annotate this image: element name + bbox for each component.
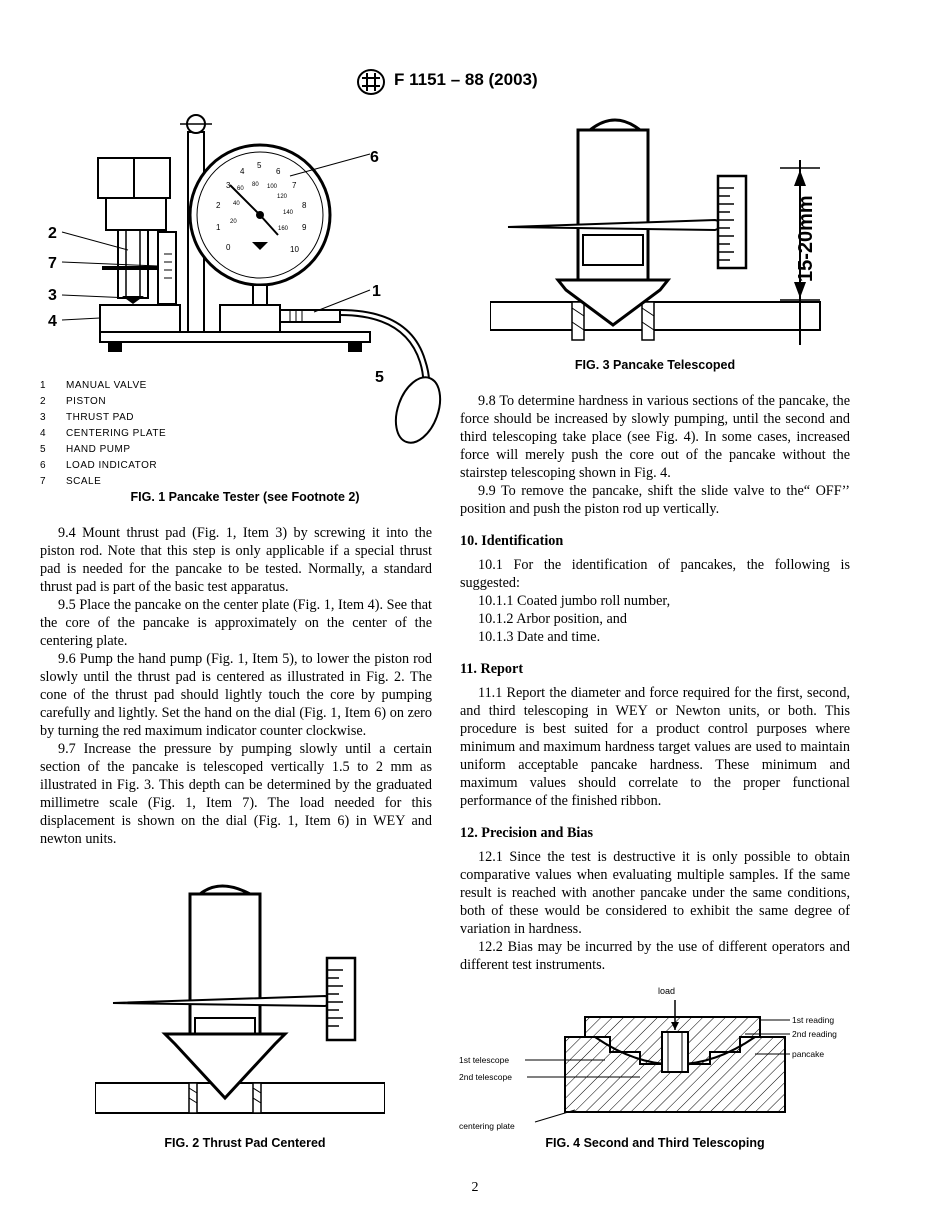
standard-designation: F 1151 – 88 (2003) (394, 70, 538, 89)
svg-text:2nd reading: 2nd reading (792, 1029, 837, 1039)
paragraph-12-2: 12.2 Bias may be incurred by the use of … (460, 939, 850, 973)
figure-1-pancake-tester: 5 4 6 3 7 2 8 1 9 0 10 60 80 100 120 40 … (48, 114, 442, 444)
section-heading-11: 11. Report (460, 661, 524, 677)
svg-text:7: 7 (48, 255, 57, 272)
figure-4-caption: FIG. 4 Second and Third Telescoping (545, 1136, 765, 1150)
figure-3-caption: FIG. 3 Pancake Telescoped (574, 358, 736, 372)
svg-text:1: 1 (372, 283, 381, 300)
svg-text:7: 7 (292, 181, 297, 190)
paragraph-10-1: 10.1 For the identification of pancakes,… (460, 557, 850, 591)
dimension-label: 15-20mm (795, 195, 817, 282)
section-heading-10: 10. Identification (460, 533, 564, 549)
figure-4-second-third-telescoping: load 1st reading 2nd reading pancake 1st… (459, 986, 837, 1131)
svg-text:1st reading: 1st reading (792, 1015, 834, 1025)
figure-2-caption: FIG. 2 Thrust Pad Centered (164, 1136, 326, 1150)
svg-text:9: 9 (302, 223, 307, 232)
paragraph-9-5: 9.5 Place the pancake on the center plat… (40, 597, 432, 649)
left-column-text: 9.4 Mount thrust pad (Fig. 1, Item 3) by… (40, 524, 432, 848)
hand-pump-bulb (394, 376, 442, 444)
svg-text:40: 40 (233, 201, 240, 207)
figure-1-caption: FIG. 1 Pancake Tester (see Footnote 2) (130, 490, 360, 504)
svg-text:1st telescope: 1st telescope (459, 1055, 509, 1065)
svg-text:100: 100 (267, 184, 278, 190)
page-number: 2 (471, 1180, 479, 1195)
astm-logo-icon (357, 69, 385, 95)
svg-text:pancake: pancake (792, 1049, 824, 1059)
svg-text:20: 20 (230, 219, 237, 225)
svg-text:120: 120 (277, 194, 288, 200)
svg-text:6: 6 (276, 167, 281, 176)
paragraph-10-1-2: 10.1.2 Arbor position, and (478, 611, 627, 627)
paragraph-9-4: 9.4 Mount thrust pad (Fig. 1, Item 3) by… (40, 525, 432, 595)
svg-text:5: 5 (375, 369, 384, 386)
svg-text:2: 2 (48, 225, 57, 242)
svg-text:2nd telescope: 2nd telescope (459, 1072, 512, 1082)
svg-text:6: 6 (370, 149, 379, 166)
paragraph-11-1: 11.1 Report the diameter and force requi… (460, 685, 850, 809)
svg-text:1: 1 (216, 223, 221, 232)
svg-text:3: 3 (226, 181, 231, 190)
paragraph-9-8: 9.8 To determine hardness in various sec… (460, 393, 850, 481)
svg-text:5: 5 (257, 161, 262, 170)
paragraph-9-6: 9.6 Pump the hand pump (Fig. 1, Item 5),… (40, 651, 432, 739)
svg-text:0: 0 (226, 243, 231, 252)
svg-text:10: 10 (290, 245, 299, 254)
svg-text:80: 80 (252, 182, 259, 188)
svg-text:8: 8 (302, 201, 307, 210)
paragraph-10-1-1: 10.1.1 Coated jumbo roll number, (478, 593, 671, 609)
svg-text:2: 2 (216, 201, 221, 210)
figure-3-pancake-telescoped: 15-20mm (490, 118, 821, 345)
right-column-text: 9.8 To determine hardness in various sec… (460, 392, 850, 974)
section-heading-12: 12. Precision and Bias (460, 825, 593, 841)
svg-text:140: 140 (283, 210, 294, 216)
svg-text:3: 3 (48, 287, 57, 304)
paragraph-10-1-3: 10.1.3 Date and time. (478, 629, 601, 645)
paragraph-12-1: 12.1 Since the test is destructive it is… (460, 849, 850, 937)
svg-text:60: 60 (237, 186, 244, 192)
page-header: F 1151 – 88 (2003) (0, 68, 950, 98)
svg-text:160: 160 (278, 226, 289, 232)
figure-2-thrust-pad (95, 884, 385, 1114)
svg-text:load: load (658, 986, 675, 996)
svg-text:centering plate: centering plate (459, 1121, 515, 1131)
paragraph-9-9: 9.9 To remove the pancake, shift the sli… (460, 483, 850, 517)
svg-text:4: 4 (48, 313, 57, 330)
paragraph-9-7: 9.7 Increase the pressure by pumping slo… (40, 741, 432, 847)
svg-text:4: 4 (240, 167, 245, 176)
